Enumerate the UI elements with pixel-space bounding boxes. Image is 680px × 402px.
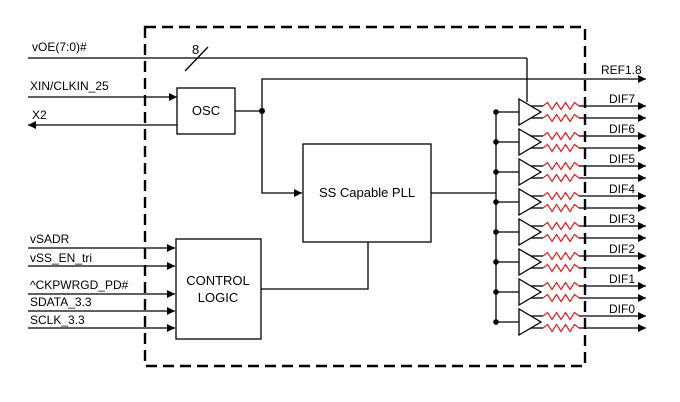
termination-resistor: [542, 323, 580, 333]
termination-resistor: [542, 293, 580, 303]
control-label-line1: CONTROL: [186, 273, 250, 288]
control-label-line2: LOGIC: [198, 290, 238, 305]
termination-resistor: [542, 191, 580, 201]
buffer-dif2: DIF2: [493, 242, 646, 277]
pll-block: [302, 143, 432, 243]
termination-resistor: [542, 173, 580, 183]
ref-line: [261, 75, 646, 111]
vss-en-label: vSS_EN_tri: [30, 251, 92, 265]
osc-label: OSC: [192, 103, 220, 118]
oe-bus: [28, 46, 528, 102]
bus-junction: [493, 139, 499, 145]
buffer-dif7: DIF7: [493, 92, 646, 127]
buffer-triangle: [518, 127, 543, 157]
sclk-label: SCLK_3.3: [30, 313, 85, 327]
dif-label: DIF0: [609, 302, 635, 316]
termination-resistor: [542, 143, 580, 153]
pll-label: SS Capable PLL: [319, 185, 415, 200]
xin-label: XIN/CLKIN_25: [30, 79, 109, 93]
buffer-dif1: DIF1: [493, 272, 646, 307]
buffer-triangle: [518, 157, 543, 187]
termination-resistor: [542, 233, 580, 243]
buffer-triangle: [518, 97, 543, 127]
termination-resistor: [542, 311, 580, 321]
bus-junction: [493, 169, 499, 175]
bus-junction: [493, 229, 499, 235]
ref-label: REF1.8: [601, 63, 642, 77]
buffer-triangle: [518, 187, 543, 217]
termination-resistor: [542, 161, 580, 171]
termination-resistor: [542, 263, 580, 273]
dif-label: DIF2: [609, 242, 635, 256]
sdata-label: SDATA_3.3: [30, 295, 92, 309]
termination-resistor: [542, 131, 580, 141]
x2-label: X2: [32, 108, 47, 122]
control-to-pll-line: [261, 242, 369, 290]
termination-resistor: [542, 221, 580, 231]
bus-slash: [184, 46, 209, 72]
buffer-triangle: [518, 307, 543, 337]
bus-junction: [493, 319, 499, 325]
buffer-triangle: [518, 217, 543, 247]
buffer-dif4: DIF4: [493, 182, 646, 217]
control-logic-block: [175, 238, 262, 340]
buffer-dif3: DIF3: [493, 212, 646, 247]
termination-resistor: [542, 203, 580, 213]
dif-label: DIF1: [609, 272, 635, 286]
dif-label: DIF5: [609, 152, 635, 166]
osc-to-pll-line: [261, 111, 302, 197]
bus-width-label: 8: [192, 42, 199, 57]
buffer-dif5: DIF5: [493, 152, 646, 187]
dif-label: DIF7: [609, 92, 635, 106]
buffer-dif6: DIF6: [493, 122, 646, 157]
dif-label: DIF6: [609, 122, 635, 136]
termination-resistor: [542, 251, 580, 261]
termination-resistor: [542, 113, 580, 123]
bus-junction: [493, 109, 499, 115]
bus-junction: [493, 259, 499, 265]
dif-label: DIF3: [609, 212, 635, 226]
dif-label: DIF4: [609, 182, 635, 196]
buffer-triangle: [518, 247, 543, 277]
vsadr-label: vSADR: [30, 232, 70, 246]
buffer-dif0: DIF0: [493, 302, 646, 337]
bus-junction: [493, 289, 499, 295]
ckpwrgd-label: ^CKPWRGD_PD#: [30, 278, 129, 292]
buffer-triangle: [518, 277, 543, 307]
termination-resistor: [542, 101, 580, 111]
bus-junction: [493, 199, 499, 205]
osc-block: [176, 87, 236, 135]
voe-label: vOE(7:0)#: [32, 40, 87, 54]
termination-resistor: [542, 281, 580, 291]
